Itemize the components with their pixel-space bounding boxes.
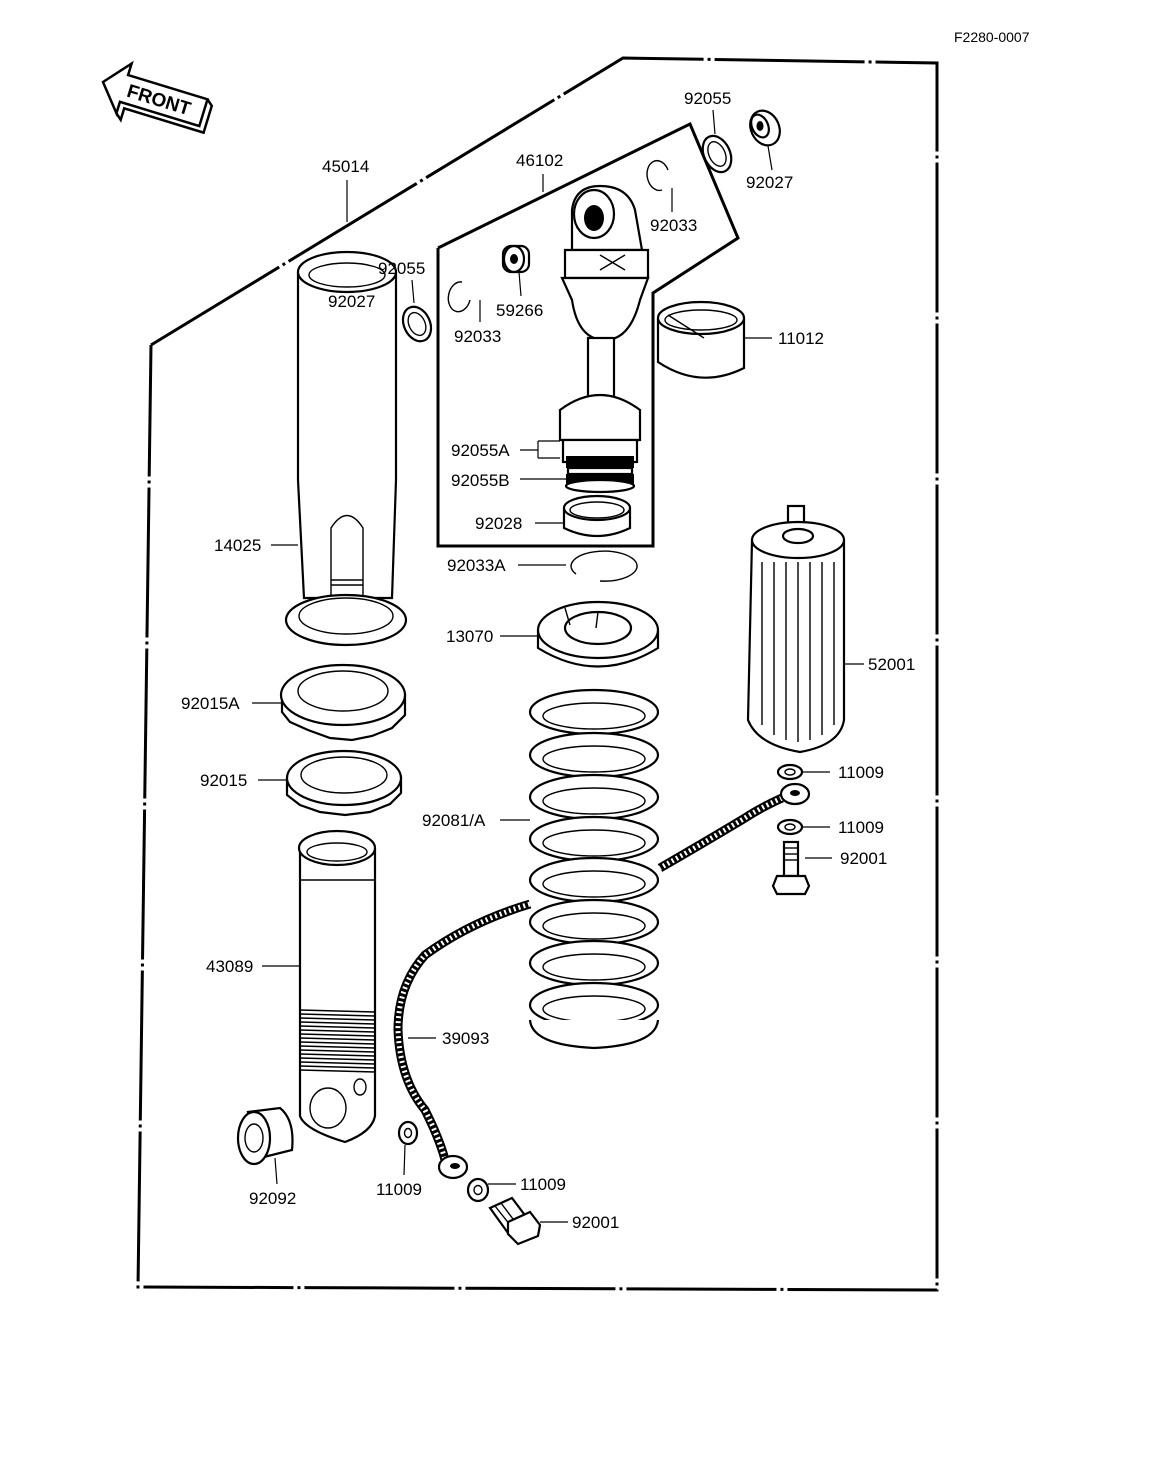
reservoir-52001 [746, 504, 846, 754]
label-92015: 92015 [200, 771, 247, 790]
assembly-45014-frame [136, 56, 939, 1292]
label-92033-left: 92033 [454, 327, 501, 346]
label-59266: 59266 [496, 301, 543, 320]
o-ring-92055-left [401, 305, 433, 343]
thread-line [299, 1049, 376, 1053]
bushing-92027-top [749, 109, 781, 147]
spring-seat-13070 [536, 600, 660, 668]
label-52001: 52001 [868, 655, 915, 674]
bushing-92092 [236, 1106, 294, 1166]
label-11012: 11012 [778, 329, 824, 348]
spring-coil-inner [542, 953, 646, 981]
label-45014: 45014 [322, 157, 369, 176]
circlip-92033-right [646, 159, 669, 192]
thread-line [299, 1069, 376, 1073]
label-13070: 13070 [446, 627, 493, 646]
label-92055A: 92055A [451, 441, 510, 460]
banjo-bolt-92001-bottom [488, 1196, 542, 1246]
thread-line [299, 1009, 376, 1013]
label-92027-top: 92027 [746, 173, 793, 192]
banjo-bolt-92001-right [771, 840, 811, 896]
label-92055B: 92055B [451, 471, 510, 490]
damper-unit-46102 [558, 184, 650, 494]
bushing-59266 [501, 244, 531, 274]
front-arrow-icon: FRONT [101, 60, 214, 135]
spring-coil-inner [542, 787, 646, 815]
label-43089: 43089 [206, 957, 253, 976]
thread-line [299, 1065, 376, 1069]
thread-line [299, 1053, 376, 1057]
label-46102: 46102 [516, 151, 563, 170]
thread-line [299, 1013, 376, 1017]
thread-line [299, 1037, 376, 1041]
spring-coil-inner [542, 702, 646, 730]
label-14025: 14025 [214, 536, 261, 555]
spring-coil-inner [542, 912, 646, 940]
label-92081A: 92081/A [422, 811, 486, 830]
circlip-92033A [570, 550, 638, 582]
thread-line [299, 1017, 376, 1021]
ring-92028 [562, 494, 632, 538]
label-92055-top: 92055 [684, 89, 731, 108]
spring-coil [528, 688, 660, 736]
label-39093: 39093 [442, 1029, 489, 1048]
thread-line [299, 1025, 376, 1029]
label-92015A: 92015A [181, 694, 240, 713]
spring-guide-14025 [284, 250, 408, 647]
spring-coil [528, 898, 660, 946]
label-92033-right: 92033 [650, 216, 697, 235]
washer-11009-b [776, 818, 804, 836]
thread-line [299, 1021, 376, 1025]
label-92001-right: 92001 [840, 849, 887, 868]
thread-line [299, 1045, 376, 1049]
spring-coil-inner [542, 870, 646, 898]
thread-line [299, 1061, 376, 1065]
thread-line [299, 1033, 376, 1037]
spring-coil [528, 856, 660, 904]
o-ring-92055-top [701, 134, 733, 174]
label-92092: 92092 [249, 1189, 296, 1208]
label-92028: 92028 [475, 514, 522, 533]
spring-coil-end [528, 1019, 660, 1050]
figure-code: F2280-0007 [954, 29, 1030, 45]
spring-coil-inner [542, 829, 646, 857]
thread-line [299, 1029, 376, 1033]
spring-coil-inner [542, 745, 646, 773]
assembly-46102-frame [436, 121, 740, 548]
label-92033A: 92033A [447, 556, 506, 575]
shock-body-43089 [297, 829, 377, 1144]
washer-11009-c [397, 1120, 419, 1146]
hose-39093 [393, 782, 811, 1180]
lock-nut-92015 [285, 749, 403, 817]
washer-11009-d [466, 1177, 490, 1203]
cover-11012 [656, 300, 746, 379]
label-92027-left: 92027 [328, 292, 375, 311]
coil-spring-92081A [528, 688, 660, 1050]
spring-coil [528, 731, 660, 779]
label-11009-b: 11009 [838, 818, 884, 837]
spring-coil [528, 939, 660, 987]
spring-coil [528, 773, 660, 821]
label-92055-left: 92055 [378, 259, 425, 278]
washer-11009-a [776, 763, 804, 781]
label-11009-a: 11009 [838, 763, 884, 782]
spring-coil [528, 815, 660, 863]
label-92001-bottom: 92001 [572, 1213, 619, 1232]
circlip-92033-left [447, 281, 471, 313]
thread-line [299, 1041, 376, 1045]
thread-line [299, 1057, 376, 1061]
label-11009-d: 11009 [520, 1175, 566, 1194]
lock-nut-92015A [279, 663, 407, 742]
label-11009-c: 11009 [376, 1180, 422, 1199]
